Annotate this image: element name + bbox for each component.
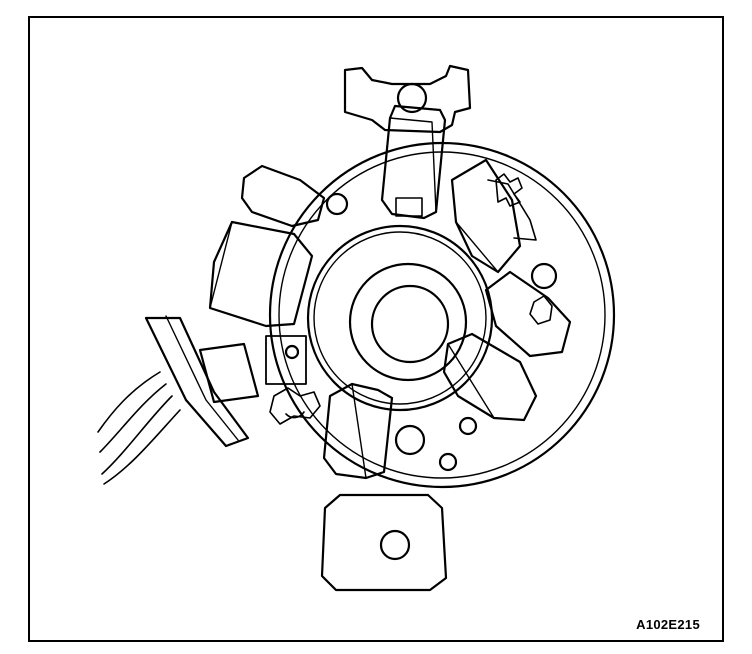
brush-holder-lower-right bbox=[442, 332, 538, 436]
figure-id-label: A102E215 bbox=[636, 617, 700, 632]
top-mounting-tab bbox=[343, 64, 472, 134]
terminal-springs bbox=[269, 173, 553, 425]
brush-holder-upper-left bbox=[208, 164, 349, 328]
wire-harness bbox=[97, 371, 181, 485]
center-hub bbox=[306, 224, 494, 412]
bottom-mounting-tab bbox=[320, 493, 448, 592]
brush-holder-bottom bbox=[322, 382, 458, 480]
wire-connector bbox=[144, 315, 307, 448]
brush-holder-right bbox=[450, 158, 572, 358]
figure-frame bbox=[28, 16, 724, 642]
brush-holder-top bbox=[380, 104, 447, 220]
